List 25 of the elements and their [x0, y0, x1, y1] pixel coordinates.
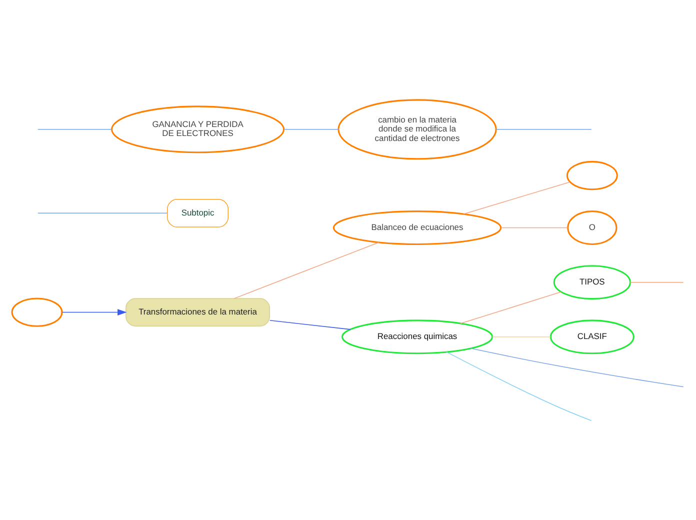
node-box: Subtopic — [167, 198, 229, 227]
node-ellipse: cambio en la materia donde se modifica la cantidad de electrones — [338, 98, 497, 160]
node-box: Transformaciones de la materia — [126, 298, 270, 326]
connector — [270, 319, 351, 330]
connector — [500, 226, 568, 228]
node-ellipse: Balanceo de ecuaciones — [332, 210, 502, 244]
node-cloud — [566, 160, 618, 190]
connector — [470, 348, 684, 387]
node-ellipse: O — [567, 210, 618, 244]
connector — [496, 128, 592, 130]
node-ellipse: Reacciones quimicas — [341, 319, 494, 354]
connector — [462, 181, 570, 214]
node-cloud — [11, 297, 63, 326]
arrow — [62, 308, 127, 316]
connector — [460, 290, 562, 324]
node-ellipse: GANANCIA Y PERDIDA DE ELECTRONES — [110, 105, 285, 153]
connector — [492, 336, 552, 337]
connector — [38, 212, 168, 214]
node-ellipse: TIPOS — [553, 264, 631, 300]
node-ellipse: CLASIF — [550, 319, 634, 354]
connector — [234, 241, 380, 298]
connector — [283, 128, 339, 130]
connector — [630, 281, 684, 282]
connector — [446, 351, 592, 420]
connector — [38, 128, 112, 130]
